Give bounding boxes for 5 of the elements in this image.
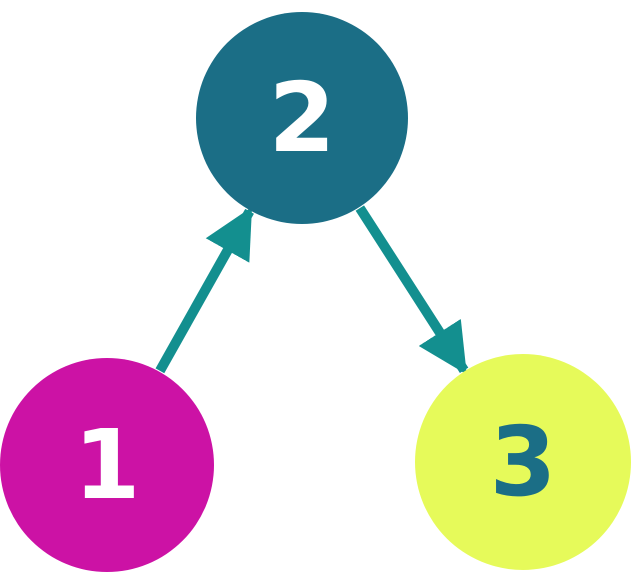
arrow (356, 205, 468, 374)
node-number: 2 (268, 70, 336, 166)
node-number: 1 (74, 417, 140, 513)
arrow (156, 206, 254, 374)
node-number: 3 (490, 414, 556, 510)
